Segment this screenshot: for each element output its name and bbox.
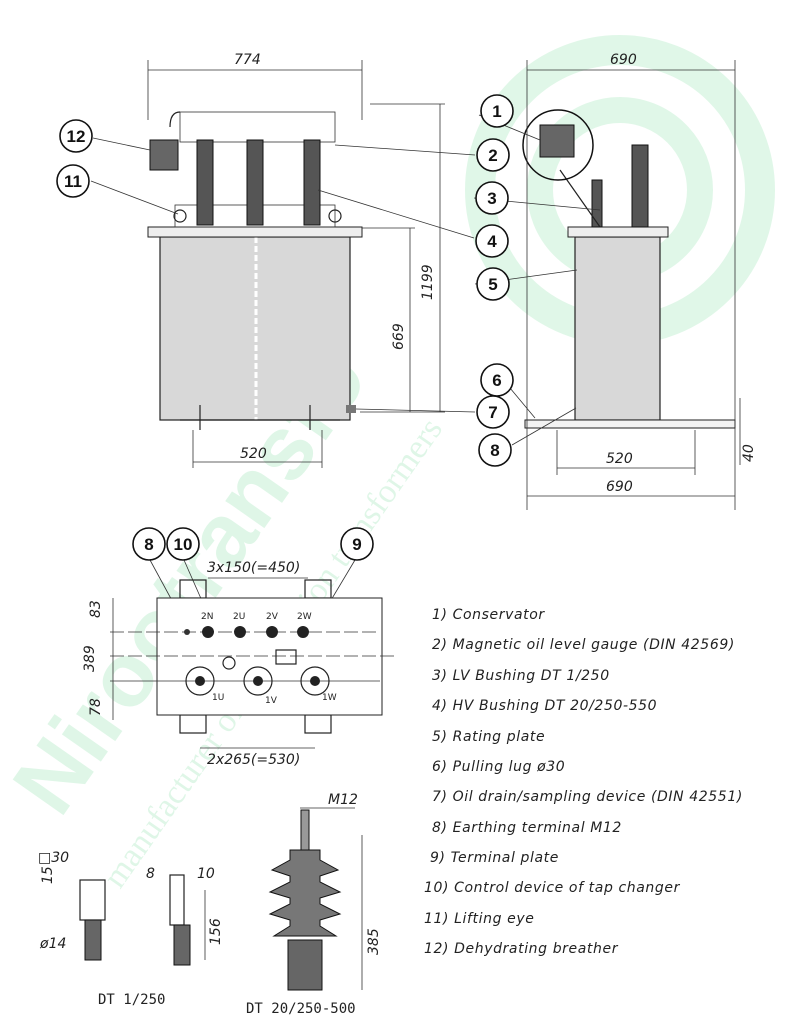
svg-text:8: 8 [490, 441, 499, 460]
svg-text:7: 7 [488, 403, 497, 422]
dim-156: 156 [208, 918, 224, 945]
legend-item: 1) Conservator [432, 607, 545, 623]
svg-text:9: 9 [352, 535, 361, 554]
dim-3x150: 3x150(=450) [207, 560, 300, 576]
callout-7: 7 [476, 395, 510, 429]
callout-11: 11 [56, 164, 90, 198]
lv-bushing-detail: □30 15 ø14 8 10 156 DT 1/250 [38, 850, 224, 1008]
dim-1199: 1199 [420, 264, 436, 300]
legend-item: 2) Magnetic oil level gauge (DIN 42569) [432, 637, 735, 653]
callout-5: 5 [476, 267, 510, 301]
dim-690-base: 690 [606, 479, 633, 495]
terminal-2n-label: 2N [201, 612, 213, 622]
callout-8-top: 8 [132, 527, 166, 561]
hv-bushing-title: DT 20/250-500 [246, 1001, 356, 1017]
svg-text:10: 10 [174, 535, 193, 554]
svg-text:3: 3 [487, 189, 496, 208]
callout-8-side: 8 [478, 433, 512, 467]
lifting-eye-icon [173, 209, 187, 223]
dim-square-30: □30 [38, 850, 69, 866]
callout-1: 1 [480, 94, 514, 128]
callout-4: 4 [475, 224, 509, 258]
terminal-1u-label: 1U [212, 693, 224, 703]
dim-520-side: 520 [606, 451, 633, 467]
dim-dia-14: ø14 [39, 936, 66, 952]
legend-item: 9) Terminal plate [430, 850, 559, 866]
dim-8: 8 [146, 866, 155, 882]
callout-2: 2 [476, 138, 510, 172]
svg-text:11: 11 [64, 172, 82, 191]
legend-item: 4) HV Bushing DT 20/250-550 [432, 698, 657, 714]
terminal-2u-label: 2U [233, 612, 245, 622]
callout-3: 3 [475, 181, 509, 215]
callouts: 1 2 3 4 5 6 7 8 8 10 9 11 12 [56, 94, 514, 561]
legend-item: 6) Pulling lug ø30 [432, 759, 565, 775]
svg-text:6: 6 [492, 371, 501, 390]
callout-6: 6 [480, 363, 514, 397]
dim-774: 774 [234, 52, 261, 68]
hv-bushing-detail: M12 385 DT 20/250-500 [246, 792, 382, 1017]
svg-text:2: 2 [488, 146, 497, 165]
callout-12: 12 [59, 119, 93, 153]
terminal-1w-label: 1W [322, 693, 337, 703]
legend-item: 8) Earthing terminal M12 [432, 820, 622, 836]
side-view: 690 520 690 40 [522, 52, 757, 510]
dim-78: 78 [88, 698, 104, 716]
dim-40: 40 [741, 444, 757, 462]
svg-text:1: 1 [492, 102, 501, 121]
front-view: 774 1199 669 520 [147, 52, 445, 468]
lv-bushing-title: DT 1/250 [98, 992, 165, 1008]
dim-83: 83 [88, 600, 104, 618]
svg-text:12: 12 [67, 127, 86, 146]
callout-9: 9 [340, 527, 374, 561]
dim-m12: M12 [328, 792, 358, 808]
dim-2x265: 2x265(=530) [207, 752, 300, 768]
legend-item: 12) Dehydrating breather [424, 941, 619, 957]
legend-item: 3) LV Bushing DT 1/250 [432, 668, 610, 684]
svg-text:8: 8 [144, 535, 153, 554]
dim-385: 385 [366, 928, 382, 955]
legend-item: 10) Control device of tap changer [424, 880, 681, 896]
terminal-2v-label: 2V [266, 612, 279, 622]
hv-bushing-front [196, 139, 321, 226]
callout-10: 10 [166, 527, 200, 561]
dim-520-front: 520 [240, 446, 267, 462]
terminal-1v-label: 1V [265, 696, 278, 706]
legend-item: 7) Oil drain/sampling device (DIN 42551) [432, 789, 743, 805]
legend: 1) Conservator 2) Magnetic oil level gau… [424, 607, 743, 957]
dim-389: 389 [82, 645, 98, 672]
dim-10: 10 [197, 866, 215, 882]
top-view-terminal-layout: 2N 2U 2V 2W 1U 1V 1W 3x150(=450) 2x265(=… [82, 560, 395, 768]
dim-690-top: 690 [610, 52, 637, 68]
legend-item: 5) Rating plate [432, 729, 545, 745]
breather-icon [149, 139, 179, 171]
terminal-2w-label: 2W [297, 612, 312, 622]
dim-669: 669 [391, 323, 407, 350]
svg-text:5: 5 [488, 275, 497, 294]
legend-item: 11) Lifting eye [424, 911, 534, 927]
dim-15: 15 [40, 866, 56, 884]
svg-text:4: 4 [487, 232, 497, 251]
